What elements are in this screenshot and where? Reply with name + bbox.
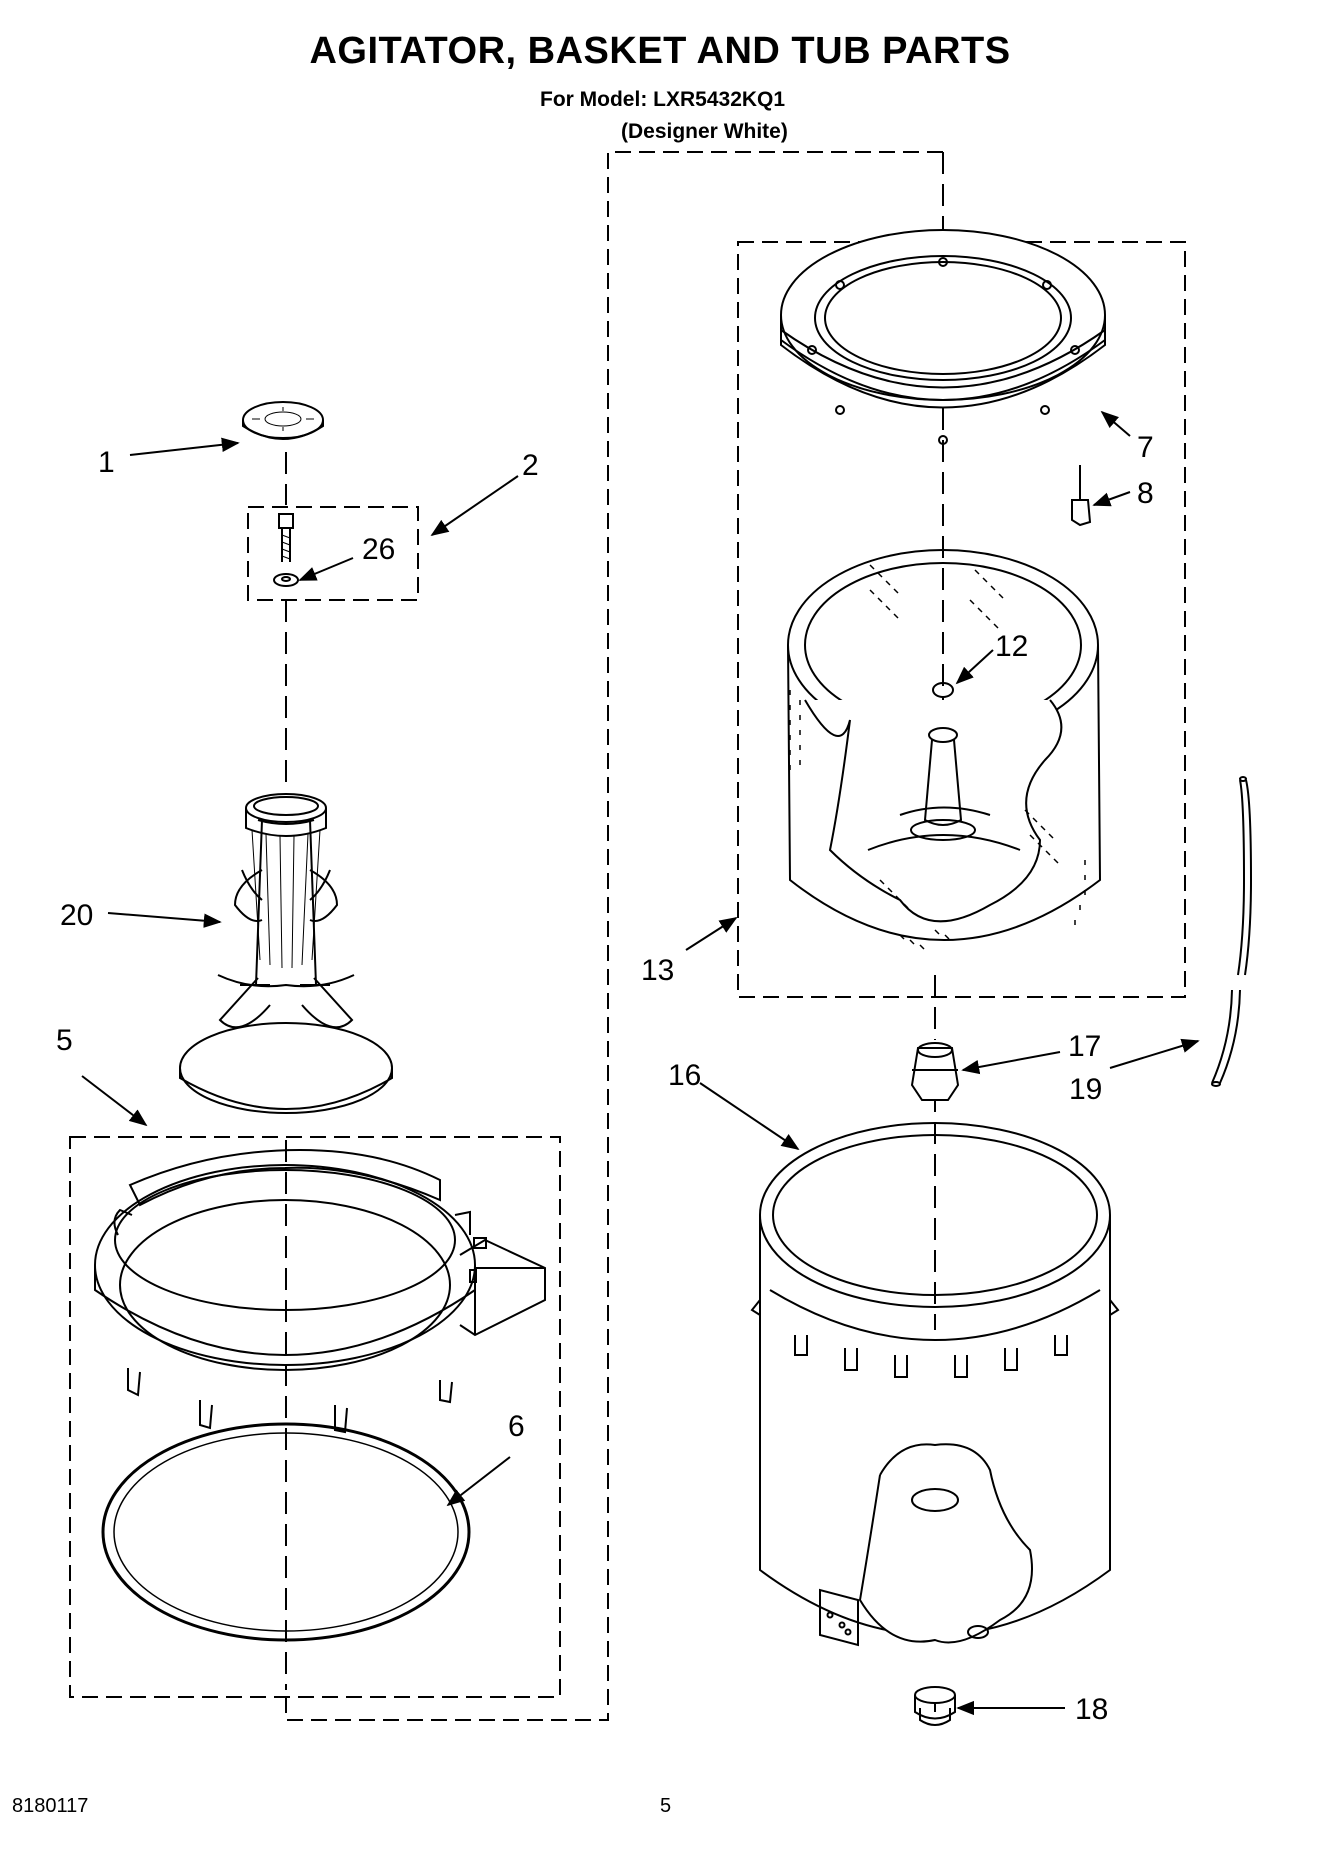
callout-6: 6	[508, 1410, 525, 1443]
agitator-part	[179, 793, 393, 1114]
group-outline-screw	[247, 506, 419, 601]
tub-ring-top-part	[780, 229, 1106, 445]
leader-8	[1092, 491, 1131, 507]
document-number: 8180117	[12, 1795, 89, 1817]
leader-2	[430, 475, 519, 537]
callout-16: 16	[668, 1059, 701, 1092]
callout-2: 2	[522, 449, 539, 482]
tub-ring-part	[94, 1148, 546, 1434]
leader-19	[1109, 1038, 1200, 1069]
leader-26	[298, 557, 354, 581]
leader-16	[699, 1082, 800, 1151]
leader-12	[955, 649, 994, 685]
basket-part	[787, 549, 1102, 950]
leader-6	[446, 1456, 511, 1507]
callout-12: 12	[995, 630, 1028, 663]
callout-5: 5	[56, 1024, 73, 1057]
clip-part	[1071, 465, 1092, 527]
leader-13	[685, 917, 738, 951]
agitator-cap-part	[242, 401, 324, 440]
callout-8: 8	[1137, 477, 1154, 510]
group-outline-tub-ring	[69, 1136, 561, 1698]
callout-18: 18	[1075, 1693, 1108, 1726]
callout-7: 7	[1137, 431, 1154, 464]
callout-1: 1	[98, 446, 115, 479]
tub-part	[750, 1122, 1120, 1647]
callout-26: 26	[362, 533, 395, 566]
variant-line: (Designer White)	[621, 120, 788, 143]
hose-part	[1211, 776, 1253, 1087]
callout-19: 19	[1069, 1073, 1102, 1106]
leader-5	[81, 1075, 148, 1127]
callout-17: 17	[1068, 1030, 1101, 1063]
page-title: AGITATOR, BASKET AND TUB PARTS	[309, 30, 1011, 72]
model-line: For Model: LXR5432KQ1	[540, 88, 786, 111]
seal-part	[910, 1042, 960, 1101]
callout-20: 20	[60, 899, 93, 932]
leader-7	[1100, 410, 1131, 437]
page-number: 5	[660, 1795, 672, 1817]
leader-17	[961, 1051, 1061, 1075]
washer-part	[273, 573, 299, 587]
bolt-part	[278, 513, 294, 562]
drain-plug-part	[914, 1686, 956, 1726]
connector-path	[285, 151, 943, 1721]
leader-1	[129, 437, 240, 456]
tub-seal-part	[101, 1422, 471, 1642]
callout-13: 13	[641, 954, 674, 987]
group-outline-basket	[737, 241, 1186, 998]
leader-20	[107, 912, 222, 928]
